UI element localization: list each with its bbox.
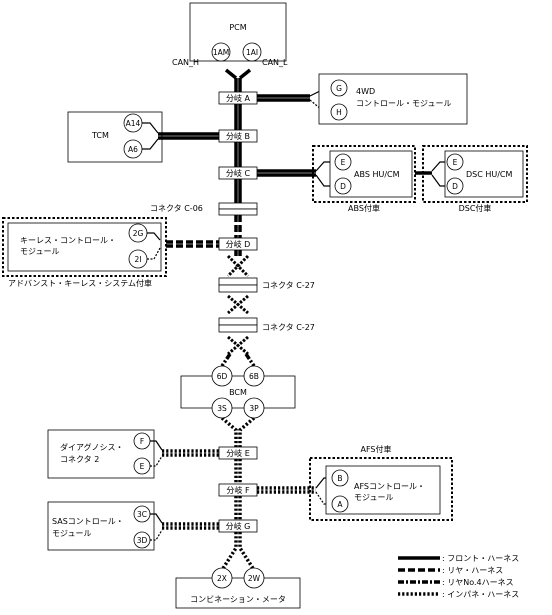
keyless-option-frame	[2, 217, 167, 277]
legend-rear-label: : リヤ・ハーネス	[442, 566, 503, 575]
svg-text:分岐 A: 分岐 A	[226, 93, 251, 103]
bcm-label: BCM	[229, 388, 247, 397]
legend-inpane-label: : インパネ・ハーネス	[442, 590, 519, 599]
svg-text:E: E	[341, 158, 346, 167]
dsc-pin-e	[446, 153, 464, 171]
svg-text:A: A	[337, 500, 343, 509]
4wd-label-1: 4WD	[356, 87, 375, 96]
svg-text:分岐 D: 分岐 D	[226, 239, 251, 249]
keyless-label-2: モジュール	[20, 247, 59, 256]
afs-option-label: AFS付車	[360, 444, 391, 454]
pcm-pin-1ai	[242, 42, 262, 62]
svg-text:2X: 2X	[217, 574, 227, 583]
tcm-label: TCM	[91, 131, 109, 140]
can-l-label: CAN_L	[262, 58, 288, 67]
svg-text:E: E	[453, 158, 458, 167]
legend: : フロント・ハーネス : リヤ・ハーネス : リヤNo.4ハーネス : インパ…	[398, 554, 519, 599]
svg-text:6D: 6D	[217, 372, 228, 381]
dsc-option-frame	[422, 145, 528, 203]
4wd-pin-h	[330, 103, 348, 121]
svg-text:分岐 B: 分岐 B	[226, 131, 250, 141]
bcm-pin-3s	[211, 397, 233, 419]
svg-text:分岐 G: 分岐 G	[226, 521, 251, 531]
abs-pin-d	[334, 177, 352, 195]
junction-e: 分岐 E	[218, 446, 258, 460]
bcm-pin-6b	[243, 365, 265, 387]
pcm-pin-1ai-label: 1AI	[246, 48, 258, 57]
svg-text:2G: 2G	[133, 229, 144, 238]
svg-text:G: G	[336, 84, 342, 93]
svg-text:F: F	[140, 437, 144, 446]
svg-text:B: B	[337, 474, 342, 483]
svg-text:D: D	[452, 182, 458, 191]
abs-option-frame	[312, 145, 416, 203]
bcm-pin-3p	[243, 397, 265, 419]
sas-label-1: SASコントロール・	[52, 517, 124, 526]
junction-g: 分岐 G	[218, 519, 258, 533]
connector-c27-upper: コネクタ C-27	[218, 277, 315, 293]
tcm-module	[67, 111, 163, 163]
dsc-label: DSC HU/CM	[466, 170, 513, 179]
svg-text:E: E	[140, 462, 145, 471]
keyless-label-1: キーレス・コントロール・	[20, 236, 116, 245]
dsc-pin-d	[446, 177, 464, 195]
svg-text:分岐 E: 分岐 E	[226, 448, 250, 458]
keyless-option-label: アドバンスト・キーレス・システム付車	[8, 278, 152, 288]
svg-text:H: H	[336, 108, 342, 117]
svg-text:3P: 3P	[249, 404, 259, 413]
svg-text:A14: A14	[126, 119, 141, 128]
pcm-pin-1am	[211, 42, 231, 62]
sas-label-2: モジュール	[52, 529, 91, 538]
connector-c27-lower: コネクタ C-27	[218, 317, 315, 333]
4wd-pin-g	[330, 79, 348, 97]
bcm-pin-6d	[211, 365, 233, 387]
svg-text:D: D	[340, 182, 346, 191]
meter-pin-2w	[243, 567, 265, 589]
diag-label-2: コネクタ 2	[60, 455, 99, 464]
svg-text:3C: 3C	[137, 510, 147, 519]
svg-text:2I: 2I	[135, 255, 142, 264]
afs-label-2: モジュール	[354, 493, 393, 502]
afs-option-frame	[309, 457, 453, 521]
svg-text:2W: 2W	[248, 574, 261, 583]
dsc-option-label: DSC付車	[459, 203, 492, 213]
abs-pin-e	[334, 153, 352, 171]
diag-label-1: ダイアグノシス・	[60, 442, 123, 452]
bcm-module	[180, 375, 296, 409]
connector-c06: コネクタ C-06	[150, 202, 258, 216]
junction-c: 分岐 C	[218, 166, 258, 180]
svg-text:3D: 3D	[137, 536, 148, 545]
pcm-label: PCM	[229, 23, 246, 32]
svg-text:コネクタ C-27: コネクタ C-27	[262, 281, 315, 290]
junction-b: 分岐 B	[218, 129, 258, 143]
svg-text:コネクタ C-27: コネクタ C-27	[262, 323, 315, 332]
svg-text:分岐 C: 分岐 C	[226, 168, 251, 178]
meter-pin-2x	[211, 567, 233, 589]
4wd-label-2: コントロール・モジュール	[356, 99, 451, 108]
svg-text:3S: 3S	[217, 404, 227, 413]
junction-d: 分岐 D	[218, 237, 258, 251]
pcm-module	[189, 2, 287, 62]
afs-pin-a	[331, 495, 349, 513]
can-h-label: CAN_H	[172, 58, 199, 67]
backbone	[220, 68, 256, 571]
combination-meter	[175, 577, 301, 609]
svg-text:分岐 F: 分岐 F	[226, 485, 250, 495]
svg-text:6B: 6B	[249, 372, 259, 381]
svg-text:A6: A6	[128, 145, 138, 154]
afs-label-1: AFSコントロール・	[354, 482, 425, 491]
legend-front-label: : フロント・ハーネス	[442, 554, 519, 563]
abs-label: ABS HU/CM	[354, 170, 400, 179]
legend-no4-label: : リヤNo.4ハーネス	[442, 578, 514, 587]
junction-f: 分岐 F	[218, 483, 258, 497]
svg-text:コネクタ C-06: コネクタ C-06	[150, 204, 203, 213]
meter-label: コンビネーション・メータ	[190, 595, 286, 604]
pcm-pin-1am-label: 1AM	[213, 48, 229, 57]
junction-a: 分岐 A	[218, 91, 258, 105]
afs-pin-b	[331, 469, 349, 487]
abs-option-label: ABS付車	[348, 203, 380, 213]
